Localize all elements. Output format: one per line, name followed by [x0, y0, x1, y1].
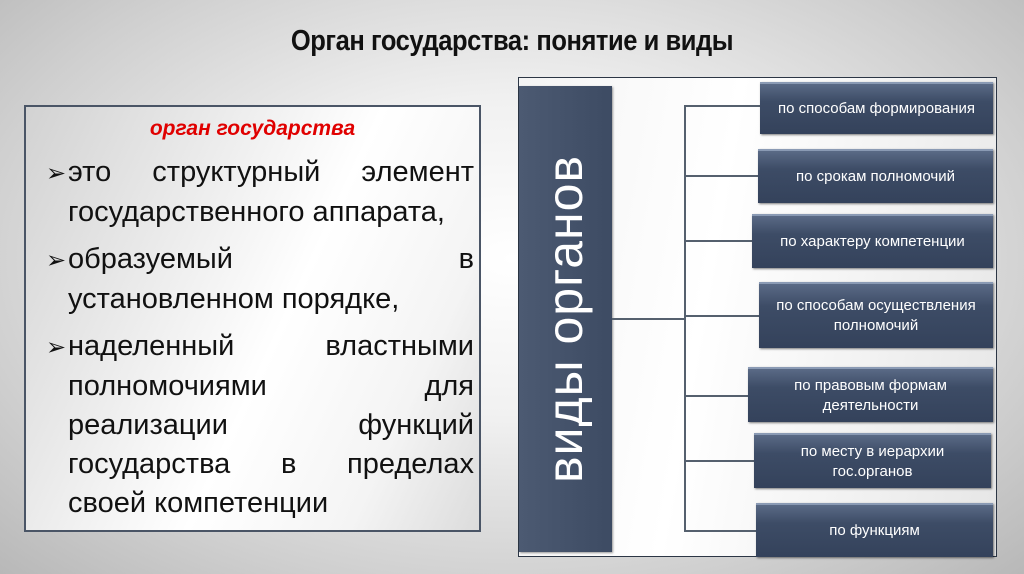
- slide-title: Орган государства: понятие и виды: [290, 25, 734, 57]
- type-label: по способам формирования: [777, 100, 975, 117]
- connector-main-horizontal: [612, 318, 686, 320]
- definition-bullet: ➢образуемый в установленном порядке,: [46, 240, 474, 319]
- type-box-hierarchy: по месту в иерархии гос.органов: [754, 433, 991, 488]
- definition-bullet: ➢это структурный элемент государственног…: [46, 153, 474, 232]
- word: полномочиями: [68, 370, 267, 402]
- word: это: [68, 156, 112, 188]
- word: в: [280, 448, 297, 480]
- line: своей компетенции: [68, 487, 329, 519]
- definition-heading: орган государства: [149, 117, 356, 140]
- connector-branch: [684, 175, 760, 177]
- type-box-competence: по характеру компетенции: [752, 214, 993, 268]
- word: реализации: [68, 409, 228, 441]
- arrow-bullet-icon: ➢: [46, 334, 67, 361]
- type-label: по правовым формам деятельности: [794, 376, 947, 414]
- word: для: [424, 370, 474, 402]
- line: государственного аппарата,: [68, 196, 445, 228]
- connector-branch: [684, 460, 756, 462]
- definition-bullet: ➢наделенный властными полномочиями для р…: [46, 327, 474, 523]
- type-box-exercise: по способам осуществления полномочий: [759, 282, 993, 348]
- word: функций: [358, 409, 474, 441]
- word: государства: [68, 448, 231, 480]
- definition-box: орган государства ➢это структурный элеме…: [24, 105, 481, 532]
- word: пределах: [347, 448, 474, 480]
- type-label: по способам осуществления полномочий: [776, 297, 976, 334]
- line: установленном порядке,: [68, 283, 400, 315]
- type-box-formation: по способам формирования: [760, 82, 993, 134]
- types-vertical-label: виды органов: [537, 154, 594, 484]
- type-box-functions: по функциям: [756, 503, 993, 557]
- connector-branch: [684, 315, 760, 317]
- type-label: по функциям: [829, 522, 920, 539]
- type-label: по срокам полномочий: [796, 168, 955, 185]
- word: властными: [325, 330, 474, 362]
- type-box-legal-forms: по правовым формам деятельности: [748, 367, 993, 422]
- arrow-bullet-icon: ➢: [46, 160, 67, 187]
- connector-branch: [684, 240, 754, 242]
- connector-branch: [684, 530, 758, 532]
- types-vertical-label-box: виды органов: [519, 86, 612, 552]
- type-label: по месту в иерархии гос.органов: [800, 442, 945, 480]
- type-box-term: по срокам полномочий: [758, 149, 993, 203]
- word: наделенный: [68, 330, 235, 362]
- type-label: по характеру компетенции: [780, 233, 965, 250]
- connector-branch: [684, 105, 761, 107]
- word: образуемый: [68, 243, 233, 275]
- connector-trunk: [684, 105, 686, 531]
- arrow-bullet-icon: ➢: [46, 247, 67, 274]
- word: в: [458, 243, 474, 275]
- definition-text: ➢это структурный элемент государственног…: [46, 153, 474, 531]
- connector-branch: [684, 395, 750, 397]
- word: элемент: [361, 156, 474, 188]
- word: структурный: [152, 156, 321, 188]
